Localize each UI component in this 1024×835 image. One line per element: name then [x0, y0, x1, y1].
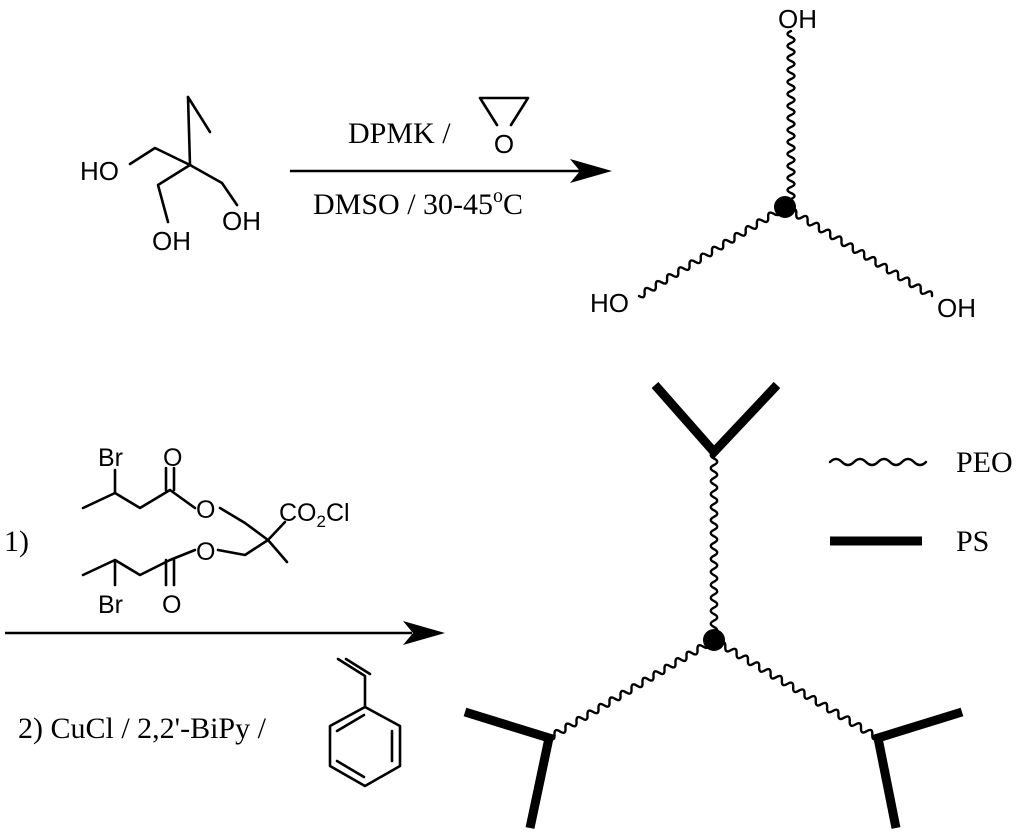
epoxide-oxygen-label: O: [494, 129, 514, 159]
reaction-arrow-2: [5, 621, 445, 645]
star-block-copolymer: [463, 381, 964, 829]
ps-block-top: [651, 381, 781, 459]
carbonyl-oxygen-top-label: O: [163, 444, 182, 472]
step-1-number-label: 1): [4, 525, 29, 558]
bottom-ester-linker-bonds: [216, 538, 270, 557]
ethyl-bond-2: [186, 95, 212, 134]
star-core-node: [774, 196, 796, 218]
bromo-top-label: Br: [98, 444, 123, 472]
star-oh-top-label: OH: [778, 4, 817, 34]
peo-arm-lower-right: [712, 638, 880, 741]
ester-oxygen-bottom-label: O: [196, 538, 215, 566]
peo-arm-top: [786, 29, 796, 207]
catalyst-conditions-label: 2) CuCl / 2,2'-BiPy /: [18, 712, 267, 745]
reaction-arrow-1: [290, 159, 612, 183]
ester-oxygen-top-label: O: [196, 496, 215, 524]
hydroxyl-right-label: OH: [222, 206, 261, 236]
ethyl-bond-1: [186, 95, 192, 167]
arrow-2-head: [403, 621, 445, 645]
hydroxyl-left-label: HO: [80, 156, 119, 186]
conditions-label: DMSO / 30-45oC: [313, 185, 523, 221]
bromo-bottom-label: Br: [98, 591, 123, 619]
legend-peo-swatch: [828, 457, 928, 467]
ps-block-right: [872, 707, 964, 829]
hydroxyl-bottom-label: OH: [152, 226, 191, 256]
peo-arm-left: [637, 204, 787, 299]
ps-block-left: [463, 707, 555, 829]
right-arm-bonds: [188, 163, 239, 207]
ethylene-oxide-structure: O: [478, 96, 530, 159]
peo-arm-center: [709, 450, 719, 642]
bottom-arm-bonds: [156, 163, 192, 224]
styrene-structure: [328, 657, 402, 788]
trimethylolpropane-structure: HO OH OH: [80, 95, 261, 256]
atrp-initiator-structure: Br O O O Br O CO2Cl: [81, 444, 350, 619]
peo-arm-lower-left: [547, 637, 716, 741]
left-arm-bonds: [128, 146, 192, 167]
carbonyl-oxygen-bottom-label: O: [162, 591, 181, 619]
quaternary-carbon-bonds: [266, 520, 289, 564]
benzene-inner-double-bonds: [335, 713, 394, 779]
star-ho-left-label: HO: [590, 288, 629, 318]
arrow-1-head: [570, 159, 612, 183]
vinyl-group-bonds: [336, 657, 372, 709]
benzene-ring-bonds: [328, 705, 402, 788]
reagent-dpmk-label: DPMK /: [348, 117, 451, 150]
bottom-carbonyl-double-bond: [164, 558, 176, 587]
top-carbonyl-double-bond: [164, 466, 176, 492]
copolymer-core-node: [703, 629, 725, 651]
star-oh-right-label: OH: [937, 293, 976, 323]
acid-chloride-label: CO2Cl: [279, 499, 350, 531]
epoxide-ring-bonds: [478, 96, 530, 127]
legend-peo-label: PEO: [956, 446, 1013, 479]
top-ester-linker-bonds: [218, 506, 270, 542]
legend: PEO PS: [828, 446, 1013, 558]
legend-ps-label: PS: [956, 525, 989, 558]
top-ester-chain-bonds: [81, 488, 197, 510]
peo-arm-right: [783, 205, 934, 298]
bottom-ester-chain-bonds: [81, 548, 197, 577]
three-arm-peo-star: OH HO OH: [590, 4, 976, 323]
